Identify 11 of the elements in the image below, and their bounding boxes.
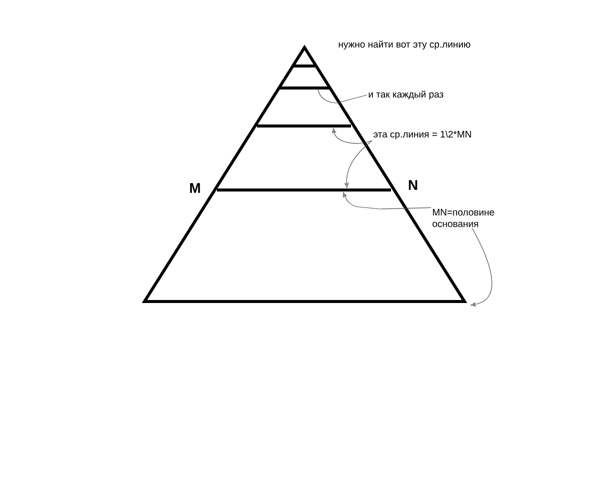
annotation-text: нужно найти вот эту ср.линию [338,40,470,50]
point-label: N [408,180,418,190]
midline [217,188,391,192]
annotation-text: MN=половине основания [432,208,494,228]
midline [292,64,316,68]
point-label: M [190,183,200,193]
annotation-text: и так каждый раз [368,90,444,100]
midline [279,86,330,90]
annotation-text: эта ср.линия = 1\2*MN [373,130,471,140]
midline [257,124,351,128]
leader-line [318,89,368,104]
